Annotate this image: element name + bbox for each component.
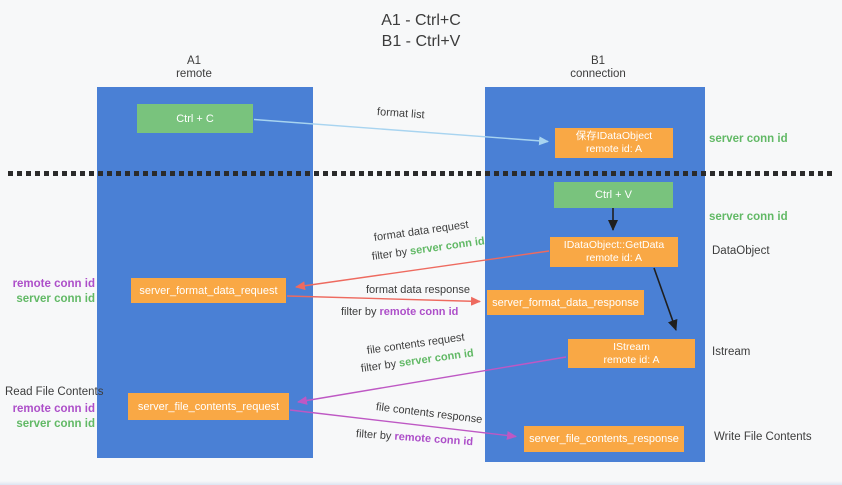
server-conn-id-annotation-right-2: server conn id xyxy=(709,211,788,223)
format-request-label: server_format_data_request xyxy=(139,284,278,297)
server-file-contents-request-node: server_file_contents_request xyxy=(128,393,289,420)
lane-a1-name: A1 xyxy=(186,55,202,67)
diagram-title: A1 - Ctrl+C B1 - Ctrl+V xyxy=(0,10,842,52)
filter-by-prefix: filter by xyxy=(341,306,380,318)
remote-conn-id-key: remote conn id xyxy=(394,430,474,449)
format-data-response-arrow xyxy=(286,295,481,306)
read-file-contents-annotation: Read File Contents xyxy=(5,386,104,398)
istream-line2: remote id: A xyxy=(603,353,660,366)
title-line-1: A1 - Ctrl+C xyxy=(381,12,461,29)
dataobject-annotation: DataObject xyxy=(712,245,770,257)
lane-header-b1: B1 connection xyxy=(538,55,658,81)
bottom-edge-divider xyxy=(0,481,842,485)
lane-a1-subtitle: remote xyxy=(176,68,212,80)
file-response-label: server_file_contents_response xyxy=(529,433,679,445)
server-conn-id-annotation-right-1: server conn id xyxy=(709,133,788,145)
server-conn-id-annotation-left-1: server conn id xyxy=(16,293,95,305)
server-file-contents-response-node: server_file_contents_response xyxy=(524,426,684,452)
istream-line1: IStream xyxy=(613,340,650,353)
lane-b1-name: B1 xyxy=(590,55,606,67)
format-response-label: server_format_data_response xyxy=(492,296,639,309)
server-format-data-response-node: server_format_data_response xyxy=(487,290,644,315)
ctrl-v-label: Ctrl + V xyxy=(595,189,632,201)
getdata-line1: IDataObject::GetData xyxy=(563,239,665,251)
file-contents-response-label: file contents response xyxy=(375,401,483,426)
filter-by-prefix: filter by xyxy=(360,357,400,375)
file-request-label: server_file_contents_request xyxy=(137,400,280,413)
lane-header-a1: A1 remote xyxy=(134,55,254,81)
file-contents-response-filter-label: filter by remote conn id xyxy=(356,428,474,448)
istream-annotation: Istream xyxy=(712,346,751,358)
format-list-label: format list xyxy=(376,106,425,122)
save-idataobject-line1: 保存IDataObject xyxy=(575,130,653,142)
server-conn-id-annotation-left-2: server conn id xyxy=(16,418,95,430)
format-data-response-label: format data response xyxy=(366,284,470,296)
format-data-response-filter-label: filter by remote conn id xyxy=(341,306,458,318)
title-line-2: B1 - Ctrl+V xyxy=(381,33,461,50)
server-format-data-request-node: server_format_data_request xyxy=(131,278,286,303)
server-conn-id-key: server conn id xyxy=(409,235,486,258)
filter-by-prefix: filter by xyxy=(355,428,395,443)
copy-paste-separator-line xyxy=(8,171,836,176)
remote-conn-id-annotation-left-2: remote conn id xyxy=(12,403,95,415)
filter-by-prefix: filter by xyxy=(371,245,411,263)
ctrl-v-node: Ctrl + V xyxy=(554,182,673,208)
remote-conn-id-annotation-left-1: remote conn id xyxy=(12,278,95,290)
save-idataobject-line2: remote id: A xyxy=(585,143,643,155)
istream-node: IStream remote id: A xyxy=(568,339,695,368)
remote-conn-id-key: remote conn id xyxy=(379,306,459,318)
ctrl-c-node: Ctrl + C xyxy=(137,104,253,133)
idataobject-getdata-node: IDataObject::GetData remote id: A xyxy=(550,237,678,267)
getdata-line2: remote id: A xyxy=(585,252,643,264)
lane-b1-subtitle: connection xyxy=(570,68,626,80)
ctrl-c-label: Ctrl + C xyxy=(176,112,214,125)
write-file-contents-annotation: Write File Contents xyxy=(714,431,812,443)
save-idataobject-node: 保存IDataObject remote id: A xyxy=(555,128,673,158)
